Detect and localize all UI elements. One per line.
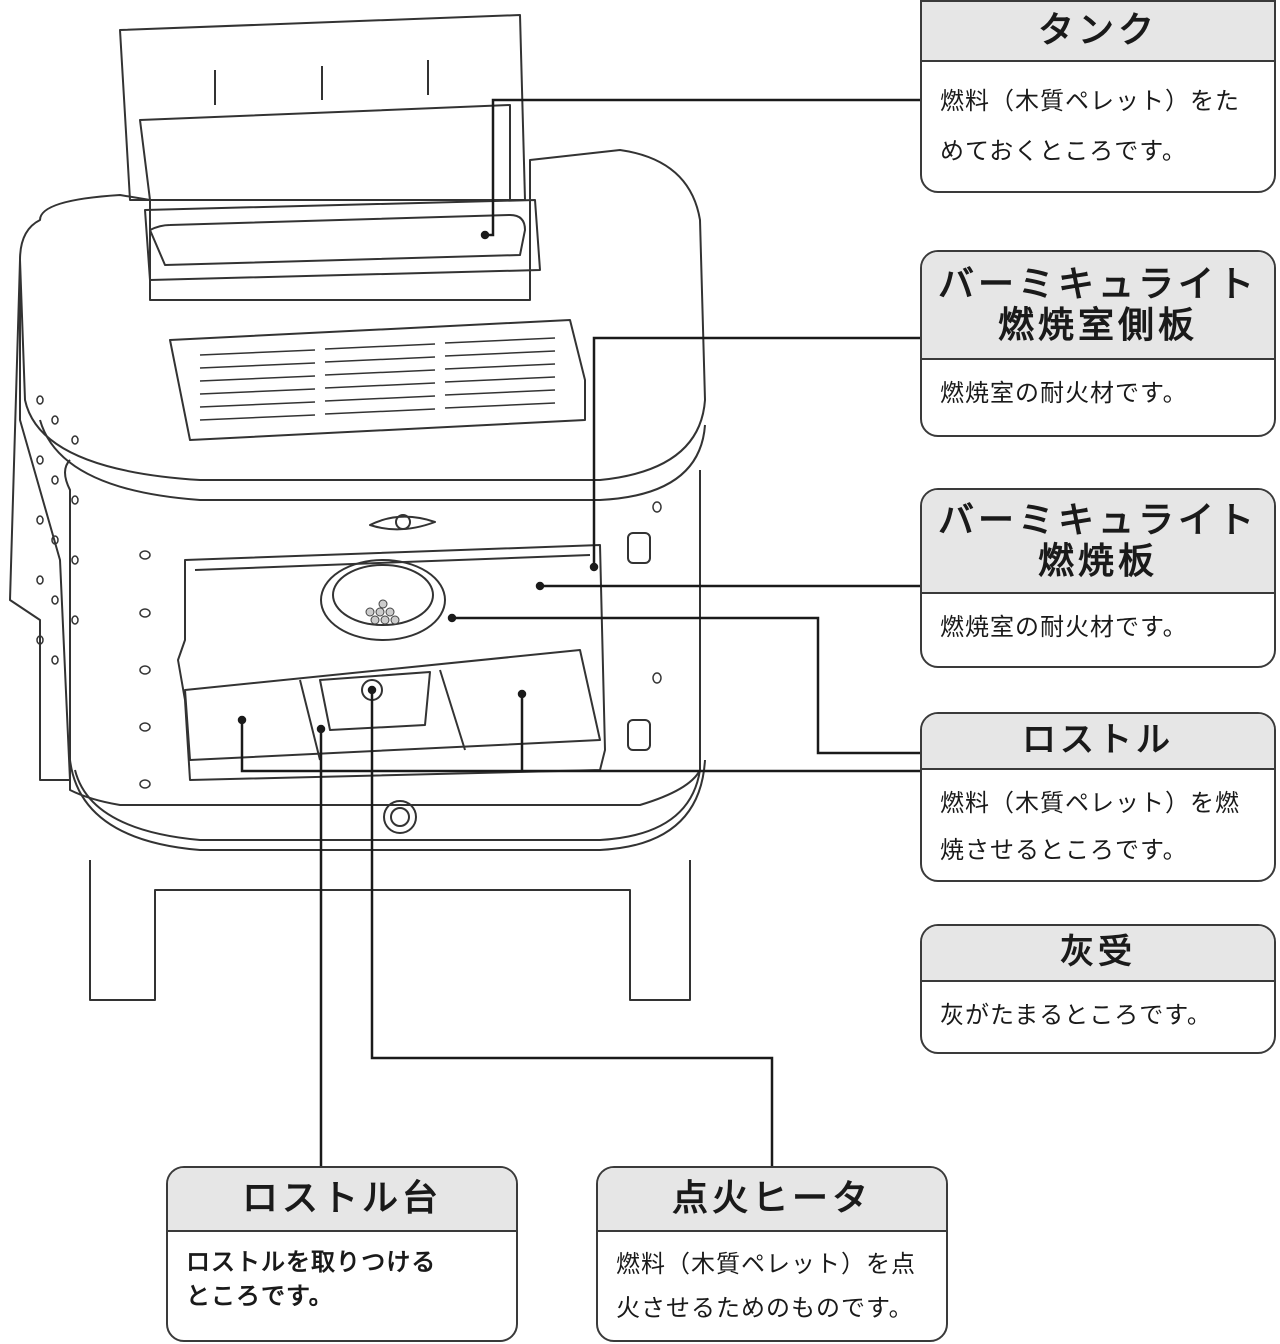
tank-opening xyxy=(149,214,526,266)
callout-burn-plate-title-line2: 燃焼板 xyxy=(1037,541,1158,582)
callout-heater: 点火ヒータ 燃料（木質ペレット）を点火させるためのものです。 xyxy=(596,1166,948,1342)
ash-tray xyxy=(184,649,601,761)
control-knob xyxy=(383,800,417,834)
leader-rostle xyxy=(452,616,920,755)
leader-ash xyxy=(240,720,920,773)
callout-rostle-base-desc: ロストルを取りつける ところです。 xyxy=(168,1232,516,1327)
callout-side-plate-title-line2: 燃焼室側板 xyxy=(997,305,1198,346)
callout-side-plate-title: バーミキュライト 燃焼室側板 xyxy=(922,252,1274,360)
leader-tank xyxy=(485,98,920,237)
callout-side-plate: バーミキュライト 燃焼室側板 燃焼室の耐火材です。 xyxy=(920,250,1276,437)
callout-rostle-title: ロストル xyxy=(922,714,1274,770)
side-bracket-upper xyxy=(627,532,651,564)
callout-burn-plate-desc: 燃焼室の耐火材です。 xyxy=(940,613,1188,641)
callout-ash: 灰受 灰がたまるところです。 xyxy=(920,924,1276,1054)
callout-side-plate-title-line1: バーミキュライト xyxy=(937,263,1258,305)
stove-main-body xyxy=(64,459,701,806)
callout-rostle-desc: 燃料（木質ペレット）を燃焼させるところです。 xyxy=(940,789,1240,864)
leader-heater xyxy=(370,690,774,1166)
leader-side-plate xyxy=(592,336,920,567)
callout-burn-plate-title: バーミキュライト 燃焼板 xyxy=(922,490,1274,594)
callout-side-plate-desc: 燃焼室の耐火材です。 xyxy=(940,379,1188,407)
callout-tank-desc: 燃料（木質ペレット）をためておくところです。 xyxy=(940,87,1240,166)
stove-side-panel xyxy=(9,259,71,781)
callout-tank-title: タンク xyxy=(922,2,1274,62)
side-bracket-lower xyxy=(627,719,651,751)
stove-legs xyxy=(89,860,691,1001)
top-vent-grill xyxy=(169,319,586,441)
callout-heater-title: 点火ヒータ xyxy=(598,1168,946,1232)
callout-rostle-base: ロストル台 ロストルを取りつける ところです。 xyxy=(166,1166,518,1342)
callout-ash-title: 灰受 xyxy=(922,926,1274,982)
door-latch xyxy=(369,515,436,531)
callout-rostle-base-desc-line2: ところです。 xyxy=(186,1281,334,1310)
callout-tank: タンク 燃料（木質ペレット）をためておくところです。 xyxy=(920,0,1276,193)
callout-ash-desc: 灰がたまるところです。 xyxy=(940,1001,1212,1029)
burn-pot xyxy=(320,559,446,641)
callout-burn-plate-title-line1: バーミキュライト xyxy=(937,499,1258,541)
callout-rostle-base-desc-line1: ロストルを取りつける xyxy=(186,1248,437,1276)
callout-rostle-base-title: ロストル台 xyxy=(168,1168,516,1232)
stove-top-cap xyxy=(19,149,706,481)
firebox-opening xyxy=(177,544,606,781)
stove-lower-body xyxy=(69,759,706,851)
callout-rostle: ロストル 燃料（木質ペレット）を燃焼させるところです。 xyxy=(920,712,1276,882)
igniter-bracket xyxy=(319,671,431,731)
callout-heater-desc: 燃料（木質ペレット）を点火させるためのものです。 xyxy=(616,1250,916,1323)
callout-burn-plate: バーミキュライト 燃焼板 燃焼室の耐火材です。 xyxy=(920,488,1276,668)
